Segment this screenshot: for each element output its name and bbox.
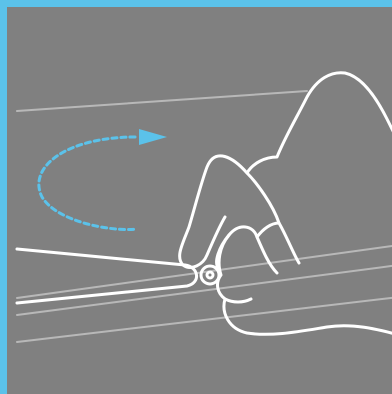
screw-icon: [199, 264, 221, 286]
rail-line-2: [16, 264, 392, 316]
top-rail-line: [16, 90, 308, 112]
hand-icon: [178, 71, 392, 336]
instruction-illustration: [15, 71, 392, 343]
rail-line-3: [16, 296, 392, 343]
rotate-arrow-icon: [37, 129, 167, 231]
rail-lines: [16, 90, 392, 343]
